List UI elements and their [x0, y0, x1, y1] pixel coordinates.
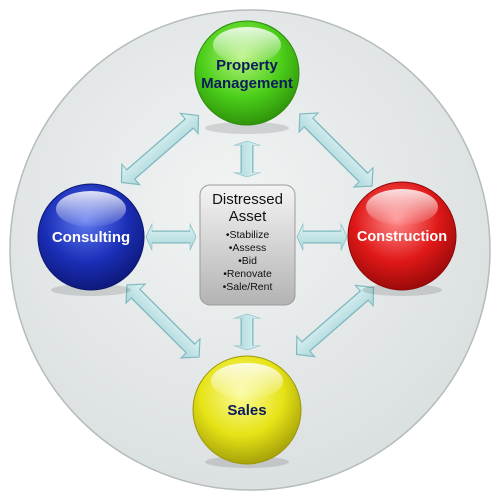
center-item: •Stabilize	[226, 229, 270, 241]
center-item: •Assess	[229, 242, 267, 254]
node-consulting: Consulting	[37, 183, 145, 296]
center-item: •Sale/Rent	[223, 281, 273, 293]
node-label: Construction	[357, 229, 447, 245]
center-box: Distressed Asset •Stabilize •Assess •Bid…	[199, 184, 296, 306]
center-title-line1: Distressed	[212, 191, 283, 208]
node-property-management: Property Management	[194, 20, 300, 134]
node-construction: Construction	[347, 181, 457, 296]
node-label: Sales	[227, 402, 266, 419]
center-title-line2: Asset	[229, 208, 267, 225]
center-item: •Renovate	[223, 268, 272, 280]
node-label: Consulting	[52, 229, 130, 246]
node-label-line2: Management	[201, 75, 293, 92]
node-label-line1: Property	[216, 57, 278, 74]
center-item: •Bid	[238, 255, 257, 267]
node-sales: Sales	[192, 355, 302, 468]
